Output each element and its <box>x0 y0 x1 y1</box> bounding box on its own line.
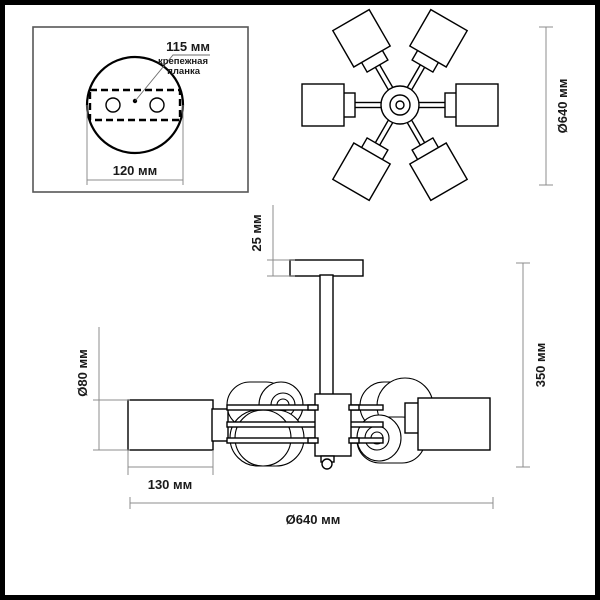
total-height-dimension: 350 мм <box>516 262 548 468</box>
side-rod-left-middle <box>226 421 323 428</box>
canopy-diameter-dimension: 120 мм <box>86 105 184 185</box>
top-arm-shade-right <box>455 83 499 127</box>
side-hub-finial-ball <box>321 458 333 470</box>
mounting-plate-detail-panel: 115 мм крепежная планка 120 мм <box>32 26 249 193</box>
top-arm-shade-upper-left <box>331 8 392 68</box>
top-arm-left <box>301 83 398 127</box>
top-arm-socket-left <box>342 92 356 118</box>
side-shade-left-horizontal <box>127 399 229 451</box>
mounting-hole-left <box>105 97 121 113</box>
top-view-diameter-label: Ø640 мм <box>555 79 570 134</box>
top-arm-shade-lower-right <box>408 142 469 202</box>
side-stem-rod <box>319 274 334 399</box>
shade-diameter-label: Ø80 мм <box>75 349 90 396</box>
overall-diameter-label: Ø640 мм <box>286 512 341 527</box>
top-arm-shade-left <box>301 83 345 127</box>
top-arm-shade-upper-right <box>408 8 469 68</box>
side-shade-right-horizontal <box>404 397 491 451</box>
plate-width-label: 115 мм <box>166 39 210 54</box>
side-hub-stub-left-lower <box>307 437 319 444</box>
side-shade-left-body <box>127 399 214 451</box>
side-hub-box <box>314 393 352 457</box>
shade-length-dimension: 130 мм <box>127 450 214 492</box>
plate-leader-line <box>135 54 210 101</box>
plate-note-line2: планка <box>167 66 201 77</box>
side-hub-stub-right-upper <box>348 404 360 411</box>
side-shade-left-socket <box>211 408 229 442</box>
plate-note-line1: крепежная <box>158 56 208 67</box>
top-arm-right <box>402 83 499 127</box>
side-hub-stub-left-upper <box>307 404 319 411</box>
shade-length-label: 130 мм <box>148 477 193 492</box>
technical-drawing-canvas: 115 мм крепежная планка 120 мм <box>32 8 570 527</box>
canopy-thickness-dimension: 25 мм <box>249 205 295 277</box>
top-view-group: Ø640 мм <box>301 8 570 202</box>
mounting-hole-right <box>149 97 165 113</box>
side-hub-stub-right-lower <box>348 437 360 444</box>
canopy-thickness-label: 25 мм <box>249 214 264 251</box>
top-arm-socket-right <box>444 92 458 118</box>
top-view-diameter-dimension: Ø640 мм <box>539 26 570 186</box>
side-shade-right-body <box>417 397 491 451</box>
side-canopy-plate <box>289 259 364 277</box>
overall-diameter-dimension: Ø640 мм <box>129 497 494 527</box>
top-arm-shade-lower-left <box>331 142 392 202</box>
canopy-diameter-label: 120 мм <box>113 163 158 178</box>
total-height-label: 350 мм <box>533 343 548 388</box>
mounting-plate-dashed-rect <box>88 88 182 122</box>
top-hub-inner <box>395 100 405 110</box>
side-view-group: 25 мм <box>75 205 548 527</box>
shade-diameter-dimension: Ø80 мм <box>75 327 130 451</box>
